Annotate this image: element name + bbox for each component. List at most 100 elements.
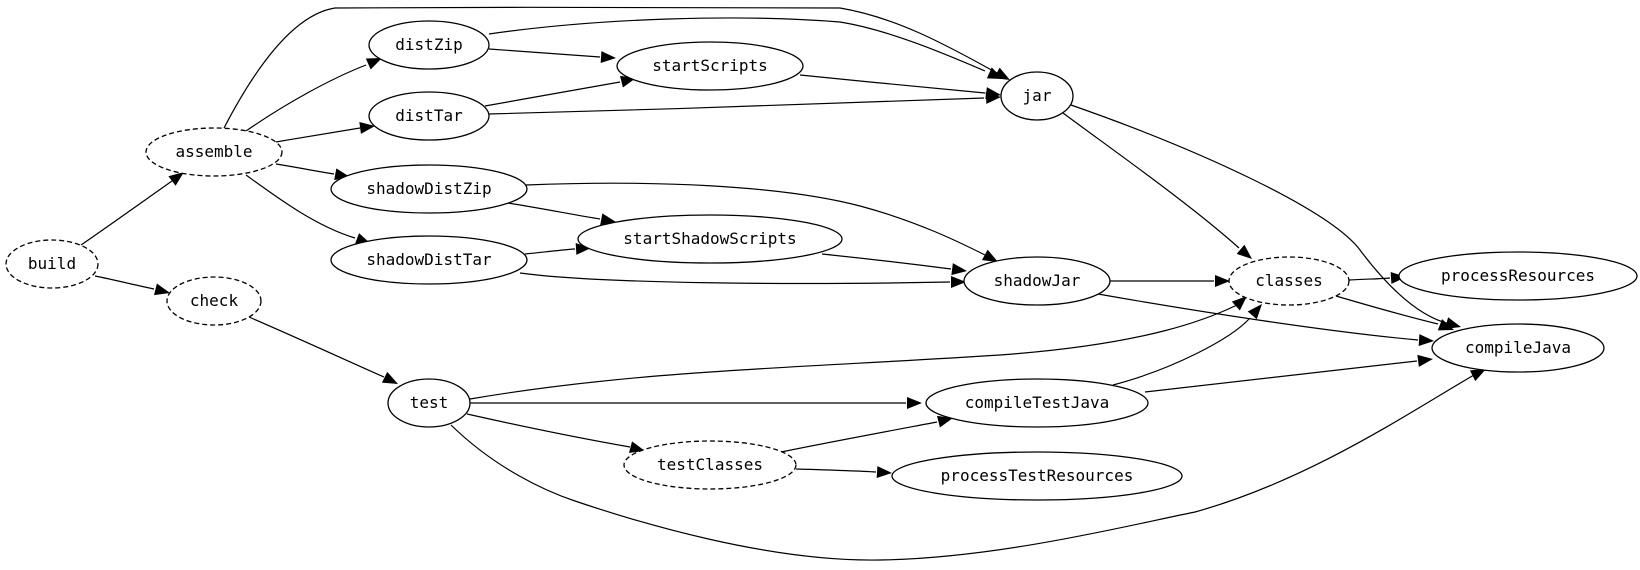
edge-assemble-to-shadowDistZip [275,163,350,181]
edge-line [780,421,938,453]
edge-line [80,180,173,246]
edge-line [275,163,335,175]
edge-line [484,81,621,107]
edge-assemble-to-distZip [245,58,382,132]
edge-line [1335,295,1439,325]
node-testClasses[interactable]: testClasses [623,440,797,490]
node-startShadowScripts[interactable]: startShadowScripts [577,214,843,264]
arrowhead [1215,275,1230,287]
arrowhead [365,58,382,70]
edge-startScripts-to-jar [799,74,1001,100]
node-ellipse [963,256,1111,306]
edge-line [1112,317,1251,386]
edge-test-to-compileTestJava [470,397,922,409]
edge-line [450,374,1475,561]
node-ellipse [145,127,283,177]
edge-line [519,272,951,285]
arrowhead [1417,354,1433,367]
arrowhead [1231,296,1247,311]
node-build[interactable]: build [5,239,99,289]
edge-line [525,182,986,256]
node-processResources[interactable]: processResources [1398,251,1638,301]
node-check[interactable]: check [166,276,262,326]
node-compileTestJava[interactable]: compileTestJava [925,378,1149,428]
node-ellipse [1228,256,1350,306]
edge-compileTestJava-to-classes [1112,304,1262,386]
node-compileJava[interactable]: compileJava [1431,323,1605,373]
edge-test-to-classes [469,296,1247,400]
node-ellipse [616,41,804,91]
node-ellipse [577,214,843,264]
node-test[interactable]: test [387,378,471,428]
node-label: assemble [175,142,252,161]
node-label: shadowDistTar [366,250,492,269]
node-jar[interactable]: jar [1000,71,1074,121]
node-startScripts[interactable]: startScripts [616,41,804,91]
edge-line [1144,360,1418,393]
node-ellipse [623,440,797,490]
node-label: startScripts [652,56,768,75]
edges-layer [80,6,1486,561]
edge-jar-to-classes [1062,112,1252,259]
node-ellipse [1398,251,1638,301]
edge-shadowJar-to-classes [1110,275,1230,287]
edge-line [1070,104,1451,325]
arrowhead [1236,244,1252,259]
node-ellipse [368,91,490,141]
edge-classes-to-processResources [1348,271,1406,284]
nodes-layer: build assemble check distZip distTar shadowDi… [5,20,1638,501]
node-label: test [410,393,449,412]
node-ellipse [387,378,471,428]
arrowhead [600,213,616,226]
edge-line [488,17,986,72]
arrowhead [153,283,170,296]
edge-test-to-compileJava [450,369,1486,561]
node-ellipse [166,276,262,326]
edge-build-to-assemble [80,172,184,246]
arrowhead [1437,319,1454,331]
arrowhead [1390,271,1406,284]
edge-shadowDistTar-to-shadowJar [519,272,966,288]
edge-line [245,64,367,132]
edge-build-to-check [94,275,170,296]
arrowhead [381,371,398,384]
node-shadowJar[interactable]: shadowJar [963,256,1111,306]
edge-compileTestJava-to-compileJava [1144,354,1433,393]
node-label: startShadowScripts [623,229,796,248]
edge-shadowDistZip-to-startShadowScripts [507,202,616,226]
edge-classes-to-compileJava [1335,295,1454,331]
node-label: shadowJar [994,271,1081,290]
node-assemble[interactable]: assemble [145,127,283,177]
node-processTestResources[interactable]: processTestResources [891,451,1183,501]
node-shadowDistZip[interactable]: shadowDistZip [330,164,528,214]
edge-shadowDistTar-to-startShadowScripts [524,242,591,255]
node-label: compileTestJava [965,393,1110,412]
arrowhead [936,415,953,428]
node-label: distZip [395,35,462,54]
node-label: jar [1023,86,1052,105]
edge-line [248,316,385,378]
arrowhead [1247,304,1262,320]
arrowhead [600,51,616,64]
node-label: testClasses [657,455,763,474]
edge-line [507,202,601,220]
node-label: classes [1255,271,1322,290]
arrowhead [575,242,591,255]
arrowhead [1418,334,1434,347]
edge-line [821,253,952,270]
node-distZip[interactable]: distZip [368,20,490,70]
node-distTar[interactable]: distTar [368,91,490,141]
edge-line [245,174,356,239]
node-classes[interactable]: classes [1228,256,1350,306]
node-ellipse [1000,71,1074,121]
edge-line [275,127,361,143]
edge-line [488,97,985,115]
node-shadowDistTar[interactable]: shadowDistTar [330,235,528,285]
node-ellipse [330,235,528,285]
edge-assemble-to-distTar [275,122,375,143]
node-label: distTar [395,106,463,125]
edge-line [799,74,986,94]
arrowhead [907,397,922,409]
edge-line [524,248,576,255]
